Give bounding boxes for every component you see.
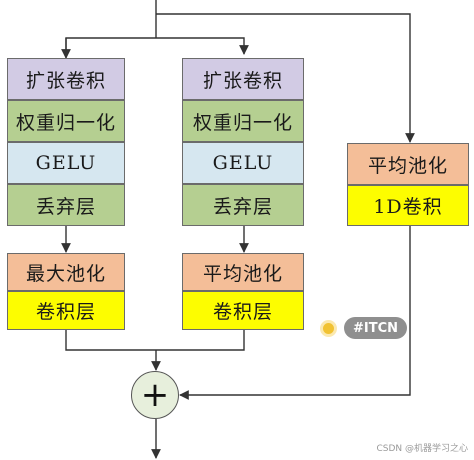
itcn-badge: #ITCN [320,316,408,340]
left-dropout-block: 丢弃层 [7,184,125,226]
right-branch-line [156,13,415,143]
middle-weight-norm-block: 权重归一化 [182,100,304,142]
left-conv-layer-block: 卷积层 [7,291,125,330]
adder-node: + [131,371,179,419]
middle-dropout-block: 丢弃层 [182,184,304,226]
badge-dot-icon [320,319,337,337]
right-to-adder [179,226,411,400]
left-weight-norm-block: 权重归一化 [7,100,125,142]
left-gelu-block: GELU [7,142,125,184]
right-avg-pool-block: 平均池化 [347,143,469,185]
right-1d-conv-block: 1D卷积 [347,185,469,226]
middle-gelu-block: GELU [182,142,304,184]
middle-conv-layer-block: 卷积层 [182,291,304,330]
left-max-pool-block: 最大池化 [7,253,125,291]
split-line [65,37,249,55]
badge-label: #ITCN [344,317,408,339]
merge-line [65,330,245,351]
watermark: CSDN @机器学习之心 [376,444,468,454]
middle-avg-pool-block: 平均池化 [182,253,304,291]
plus-symbol: + [140,375,170,415]
middle-dilated-conv-block: 扩张卷积 [182,58,304,100]
left-dilated-conv-block: 扩张卷积 [7,58,125,100]
